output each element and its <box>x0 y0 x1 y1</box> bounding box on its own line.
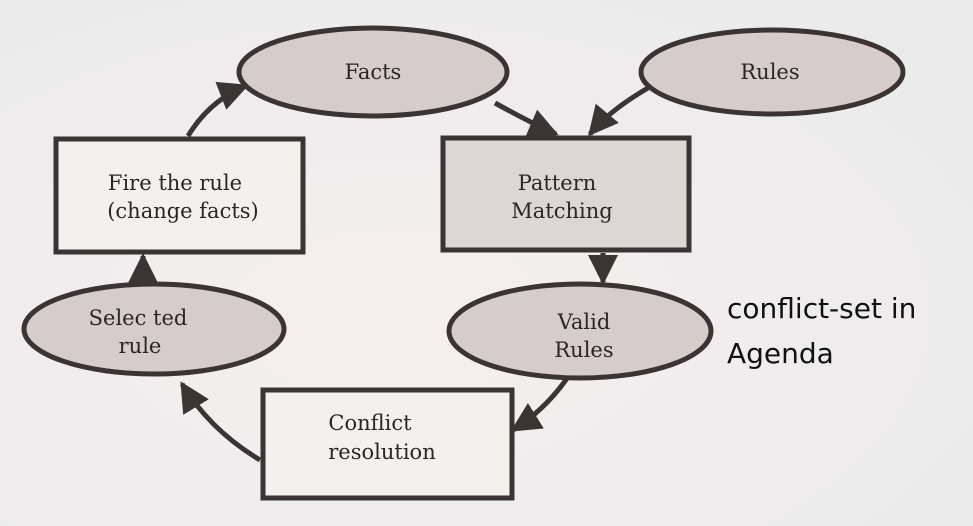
edge-facts-pattern <box>493 100 559 138</box>
selected-label-line1: Selec ted <box>89 306 188 330</box>
node-conflict-resolution: Conflict resolution <box>260 387 515 501</box>
edge-conflict-selected <box>179 381 262 463</box>
selected-label-line2: rule <box>119 334 162 358</box>
edge-fire-facts <box>185 81 249 138</box>
pattern-label-line1: Pattern <box>518 171 597 195</box>
rules-label: Rules <box>740 60 799 84</box>
node-fire-rule: Fire the rule (change facts) <box>53 136 306 255</box>
node-facts: Facts <box>236 25 510 119</box>
node-valid-rules: Valid Rules <box>446 281 714 381</box>
annotation-line1: conflict-set in <box>727 292 917 325</box>
node-selected-rule: Selec ted rule <box>21 281 287 377</box>
node-rules: Rules <box>638 27 906 117</box>
valid-label-line1: Valid <box>557 310 611 334</box>
annotation-line2: Agenda <box>727 337 834 370</box>
facts-label: Facts <box>345 60 402 84</box>
fire-label-line1: Fire the rule <box>108 171 242 195</box>
edge-rules-pattern <box>588 85 650 137</box>
conflict-label-line1: Conflict <box>328 411 412 435</box>
valid-label-line2: Rules <box>554 338 613 362</box>
fire-label-line2: (change facts) <box>107 199 259 223</box>
pattern-label-line2: Matching <box>511 199 612 223</box>
conflict-label-line2: resolution <box>328 440 435 464</box>
node-pattern-matching: Pattern Matching <box>440 135 692 253</box>
edge-valid-conflict <box>510 375 571 433</box>
